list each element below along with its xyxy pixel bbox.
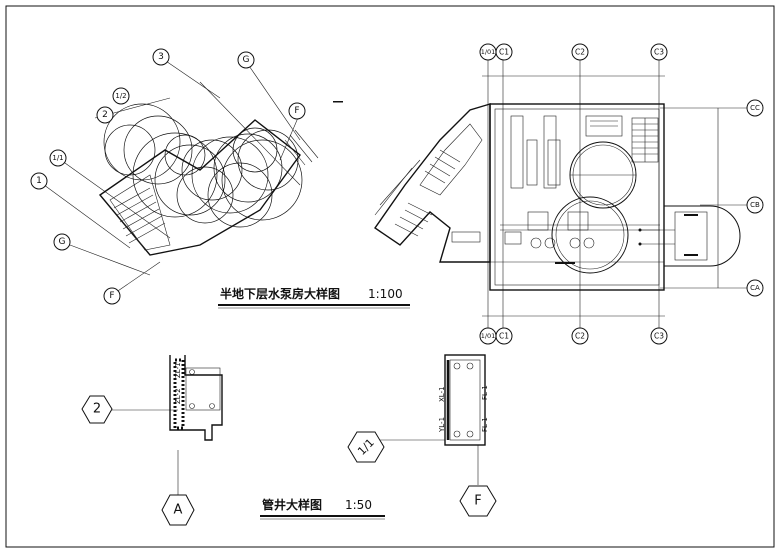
- axis-bubble-cc: CC: [746, 99, 764, 117]
- pipe-shaft-title: 管井大样图: [262, 497, 322, 512]
- left-rotated-plan: [39, 56, 319, 296]
- svg-text:C1: C1: [499, 332, 509, 341]
- axis-bubble-top-c2: C2: [571, 43, 589, 61]
- pipe-shaft-title-block: 管井大样图 1:50: [260, 497, 385, 520]
- svg-text:F: F: [294, 106, 299, 116]
- axis-bubble-1-1: 1/1: [49, 149, 67, 167]
- pump-room-title: 半地下层水泵房大样图: [220, 286, 340, 301]
- axis-bubble-top-c3: C3: [650, 43, 668, 61]
- svg-text:C2: C2: [575, 48, 585, 57]
- axis-bubble-cb: CB: [746, 196, 764, 214]
- svg-text:2: 2: [102, 110, 108, 120]
- axis-bubble-top-1-01: 1/01: [479, 43, 497, 61]
- svg-text:F: F: [109, 291, 114, 301]
- pipe-tag-zl1: ZL-1: [174, 362, 182, 378]
- pump-room-scale: 1:100: [368, 287, 403, 301]
- axis-bubble-g-left: G: [53, 233, 71, 251]
- pipe-tag-yl1: YL-1: [438, 417, 446, 433]
- axis-bubble-bottom-c2: C2: [571, 327, 589, 345]
- axis-bubble-f-detail: F: [459, 485, 497, 517]
- pipe-tag-xl1: XL-1: [438, 386, 446, 402]
- drawing-frame: [5, 5, 775, 548]
- axis-bubble-bottom-c3: C3: [650, 327, 668, 345]
- svg-text:CA: CA: [750, 284, 760, 292]
- svg-text:1/1: 1/1: [52, 154, 63, 162]
- axis-bubble-f-right: F: [288, 102, 306, 120]
- axis-bubble-3: 3: [152, 48, 170, 66]
- svg-text:G: G: [243, 55, 250, 65]
- svg-text:C2: C2: [575, 332, 585, 341]
- pipe-shaft-scale: 1:50: [345, 498, 372, 512]
- axis-bubble-f-bottom: F: [103, 287, 121, 305]
- svg-text:C1: C1: [499, 48, 509, 57]
- right-plan: [333, 60, 748, 328]
- axis-bubble-top-c1: C1: [495, 43, 513, 61]
- pipe-shaft-detail-a: ZL-1 ZL-2: [110, 355, 223, 495]
- svg-text:1/2: 1/2: [115, 92, 126, 100]
- axis-bubble-1-2: 1/2: [112, 87, 130, 105]
- svg-text:CB: CB: [750, 201, 760, 209]
- axis-bubble-g-top: G: [237, 51, 255, 69]
- svg-text:A: A: [174, 503, 183, 518]
- pipe-tag-zl2: ZL-2: [174, 388, 182, 404]
- axis-bubble-bottom-1-01: 1/01: [479, 327, 497, 345]
- pump-room-title-block: 半地下层水泵房大样图 1:100: [218, 286, 410, 309]
- svg-text:1/01: 1/01: [481, 48, 496, 56]
- svg-text:2: 2: [93, 402, 101, 417]
- axis-bubble-2: 2: [96, 106, 114, 124]
- axis-bubble-bottom-c1: C1: [495, 327, 513, 345]
- axis-bubble-ca: CA: [746, 279, 764, 297]
- pipe-tag-fl1-bottom: FL-1: [481, 417, 489, 432]
- svg-text:G: G: [59, 237, 66, 247]
- svg-text:C3: C3: [654, 332, 664, 341]
- svg-text:C3: C3: [654, 48, 664, 57]
- axis-bubble-a-detail: A: [161, 494, 195, 526]
- axis-bubble-1-1-detail: 1/1: [347, 431, 385, 463]
- axis-bubble-2-detail: 2: [81, 395, 113, 424]
- pipe-shaft-detail-b: XL-1 FL-1 YL-1 FL-1: [378, 354, 489, 485]
- svg-text:F: F: [474, 494, 481, 509]
- svg-text:1/01: 1/01: [481, 332, 496, 340]
- svg-text:3: 3: [158, 52, 164, 62]
- svg-text:CC: CC: [750, 104, 760, 112]
- svg-text:1: 1: [36, 176, 42, 186]
- pipe-tag-fl1-top: FL-1: [481, 385, 489, 400]
- axis-bubble-1: 1: [30, 172, 48, 190]
